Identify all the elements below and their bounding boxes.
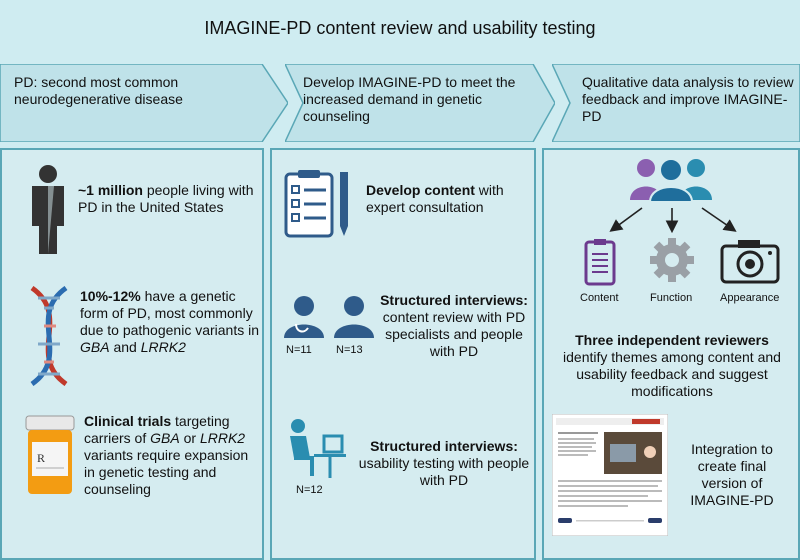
reviewers-text: Three independent reviewers identify the… — [563, 332, 781, 399]
develop-content-text: Develop content with expert consultation — [366, 182, 504, 215]
label-content: Content — [580, 292, 619, 304]
column-2-header: Develop IMAGINE-PD to meet the increased… — [285, 64, 555, 142]
stat-genetic-form: 10%-12% have a genetic form of PD, most … — [80, 288, 260, 355]
column-1-header: PD: second most common neurodegenerative… — [0, 64, 288, 142]
column-3-header: Qualitative data analysis to review feed… — [552, 64, 800, 142]
column-2-header-text: Develop IMAGINE-PD to meet the increased… — [303, 74, 516, 124]
column-2-panel — [270, 148, 536, 560]
diagram-title: IMAGINE-PD content review and usability … — [204, 18, 596, 38]
label-appearance: Appearance — [720, 292, 780, 304]
count-specialists: N=11 — [286, 344, 312, 356]
computer-user-icon — [290, 419, 346, 478]
column-1-header-text: PD: second most common neurodegenerative… — [14, 74, 183, 107]
label-function: Function — [650, 292, 693, 304]
branch-arrows — [609, 207, 737, 234]
stat-clinical-trials: Clinical trials targeting carriers of GB… — [84, 413, 249, 497]
stat-population: ~1 million people living with PD in the … — [78, 182, 254, 215]
document-icon — [584, 239, 616, 286]
usability-testing-text: Structured interviews: usability testing… — [358, 438, 530, 488]
column-3-header-text: Qualitative data analysis to review feed… — [582, 74, 794, 124]
pill-bottle-icon: R — [25, 415, 75, 494]
camera-icon — [720, 240, 780, 284]
interviewees-icon — [284, 296, 374, 338]
svg-text:R: R — [37, 451, 45, 465]
integration-text: Integration to create final version of I… — [690, 441, 774, 508]
count-usability: N=12 — [296, 484, 323, 496]
content-review-text: Structured interviews: content review wi… — [380, 292, 528, 359]
final-version-screenshot — [552, 414, 668, 536]
count-people-with-pd: N=13 — [336, 344, 363, 356]
person-icon — [32, 165, 64, 254]
gear-icon — [650, 238, 694, 282]
dna-icon — [30, 286, 68, 386]
checklist-icon — [284, 170, 348, 238]
reviewers-icon — [630, 158, 712, 202]
